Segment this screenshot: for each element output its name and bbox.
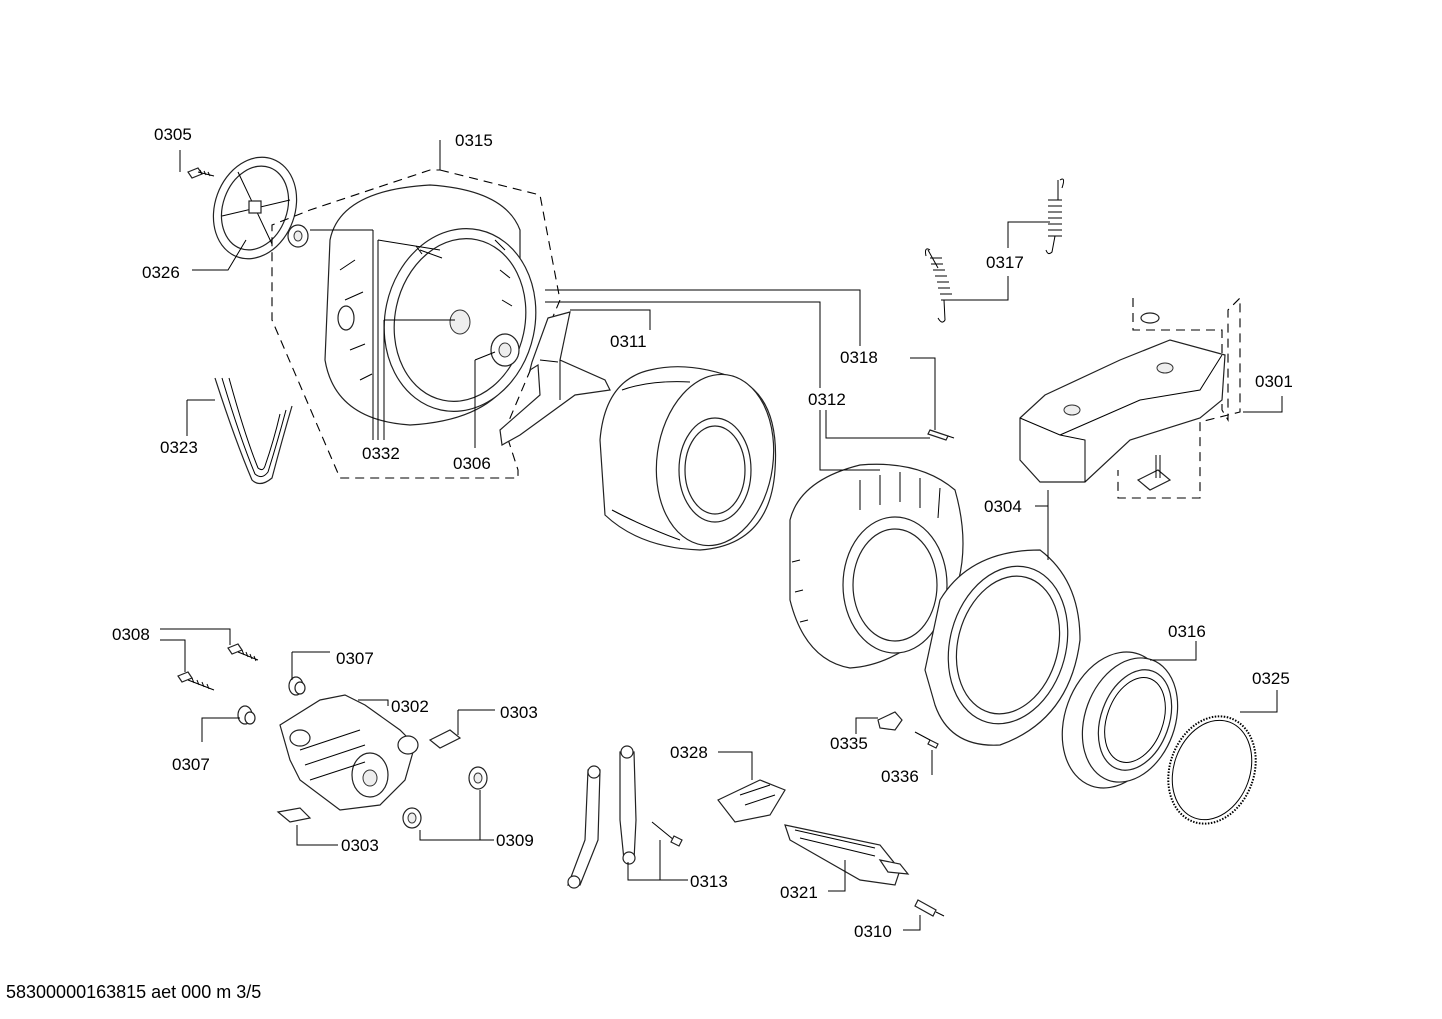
label-0303-right: 0303: [500, 703, 538, 722]
label-0304: 0304: [984, 497, 1022, 516]
shock-absorber-left: [567, 765, 601, 889]
screw-0308-bottom: [177, 671, 215, 691]
label-0323: 0323: [160, 438, 198, 457]
label-0301: 0301: [1255, 372, 1293, 391]
pulley-wheel: [212, 156, 298, 260]
screw-0308-top: [227, 643, 259, 662]
leader-lines: [160, 140, 1283, 931]
label-0312: 0312: [808, 390, 846, 409]
motor: [279, 694, 419, 811]
label-0332: 0332: [362, 444, 400, 463]
label-0313: 0313: [690, 872, 728, 891]
label-0308: 0308: [112, 625, 150, 644]
bushing-0307-left: [237, 705, 256, 725]
label-0316: 0316: [1168, 622, 1206, 641]
drum-spider-bracket: [499, 311, 611, 446]
label-0321: 0321: [780, 883, 818, 902]
carbon-brush-left: [276, 807, 312, 823]
seal-0332: [287, 224, 309, 248]
label-0303-bottom: 0303: [341, 836, 379, 855]
screw-tub: [415, 245, 443, 259]
label-0328: 0328: [670, 743, 708, 762]
label-0305: 0305: [154, 125, 192, 144]
label-0306: 0306: [453, 454, 491, 473]
group-outline-0301: [1117, 296, 1241, 499]
tub-rear: [324, 184, 537, 426]
shock-absorber-right: [619, 745, 637, 865]
label-0317: 0317: [986, 253, 1024, 272]
clamp-ring: [1167, 715, 1257, 825]
tub-front: [789, 463, 964, 669]
sleeve-0309-b: [402, 807, 422, 829]
spring-left: [925, 248, 953, 323]
sensor-0310: [914, 899, 945, 917]
screw-0305: [187, 167, 215, 179]
bearing-0306: [490, 333, 520, 367]
label-0326: 0326: [142, 263, 180, 282]
clip-0335: [877, 711, 903, 731]
label-0307-top: 0307: [336, 649, 374, 668]
counterweight: [1019, 339, 1226, 483]
label-0309: 0309: [496, 831, 534, 850]
part-labels: 0305 0315 0326 0323 0332 0306 0311 0318 …: [112, 125, 1293, 941]
front-ring: [924, 549, 1081, 746]
bolt-0301: [1136, 455, 1172, 491]
screw-0313: [651, 821, 683, 847]
label-0325: 0325: [1252, 669, 1290, 688]
label-0311: 0311: [610, 332, 647, 351]
label-0310: 0310: [854, 922, 892, 941]
label-0307-left: 0307: [172, 755, 210, 774]
label-0302: 0302: [391, 697, 429, 716]
label-0318: 0318: [840, 348, 878, 367]
bushing-0307-top: [288, 676, 306, 696]
heater: [784, 824, 910, 886]
label-0315: 0315: [455, 131, 493, 150]
heater-bracket: [717, 779, 786, 823]
washer-0301: [1140, 312, 1160, 324]
drum: [599, 366, 777, 551]
group-outline-0315: [271, 169, 561, 479]
drive-belt: [214, 377, 293, 485]
label-0335: 0335: [830, 734, 868, 753]
document-footer-code: 58300000163815 aet 000 m 3/5: [6, 982, 262, 1002]
screw-0336: [914, 731, 939, 749]
carbon-brush-right: [428, 729, 462, 749]
spring-right: [1045, 178, 1065, 255]
screw-0318: [927, 429, 955, 441]
sleeve-0309-a: [468, 766, 488, 790]
label-0336: 0336: [881, 767, 919, 786]
